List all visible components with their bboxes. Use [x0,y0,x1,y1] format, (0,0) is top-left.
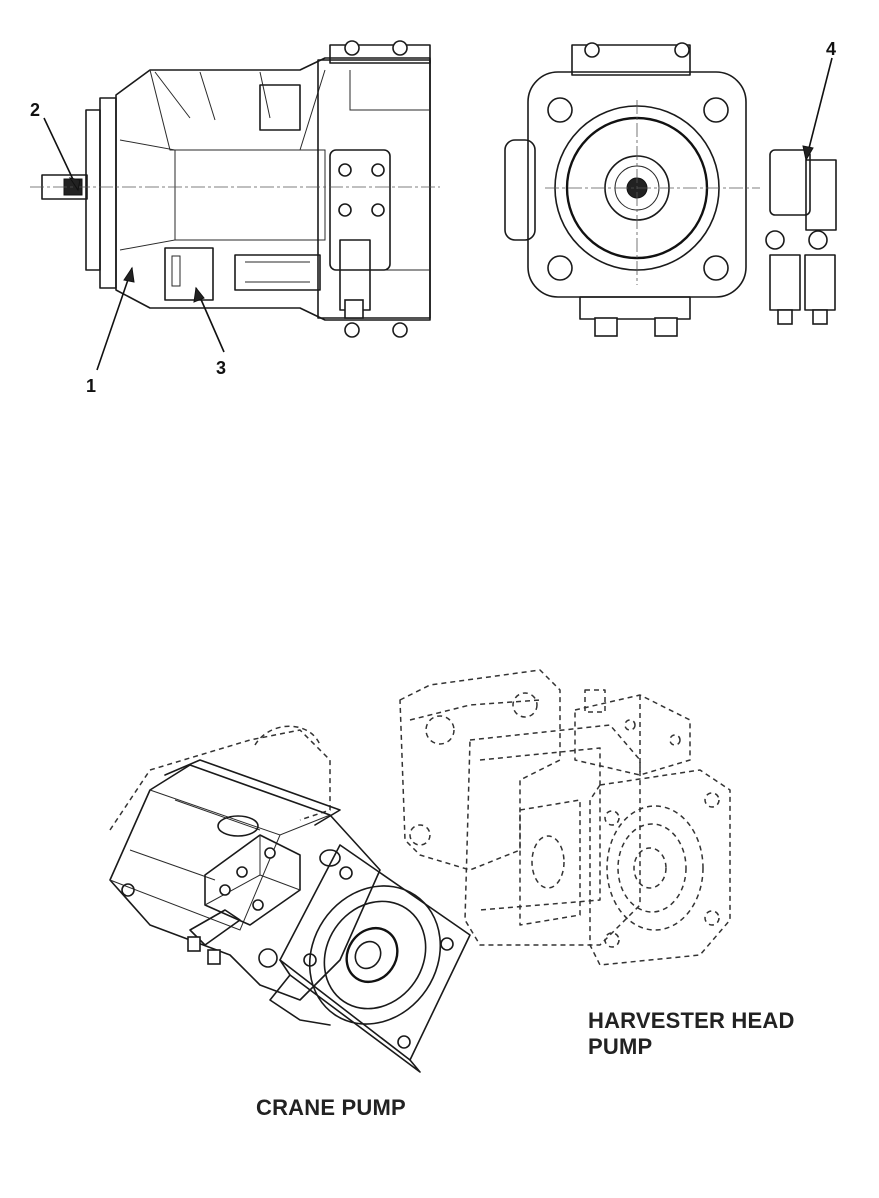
callout-1: 1 [86,376,96,396]
mounting-flange [85,109,101,271]
name-plate [164,247,214,301]
callout-3: 3 [216,358,226,378]
crane-control-valve [204,834,301,926]
harvester-head-pump-label-line1: HARVESTER HEAD [588,1008,795,1033]
crane-pump-label: CRANE PUMP [256,1095,406,1120]
leader-1 [96,267,133,371]
pump-side-view [30,40,440,338]
harvester-head-pump-drawing [399,669,731,966]
pump-end-view [504,42,837,337]
crane-pump-body [109,764,381,1001]
leader-4 [805,57,833,161]
harvester-head-pump-label-line2: PUMP [588,1034,653,1059]
harvester-head-pump-label: HARVESTER HEAD PUMP [588,1008,828,1060]
rear-cover [317,59,431,319]
callout-4: 4 [826,39,836,59]
crane-pump-drawing [109,725,471,1073]
pump-housing [115,57,431,321]
callouts: 2 1 3 4 [30,39,836,396]
callout-2: 2 [30,100,40,120]
crane-flange [279,844,471,1061]
side-control-valve [769,149,811,216]
control-valve [329,149,391,271]
harvester-flange [589,769,731,966]
